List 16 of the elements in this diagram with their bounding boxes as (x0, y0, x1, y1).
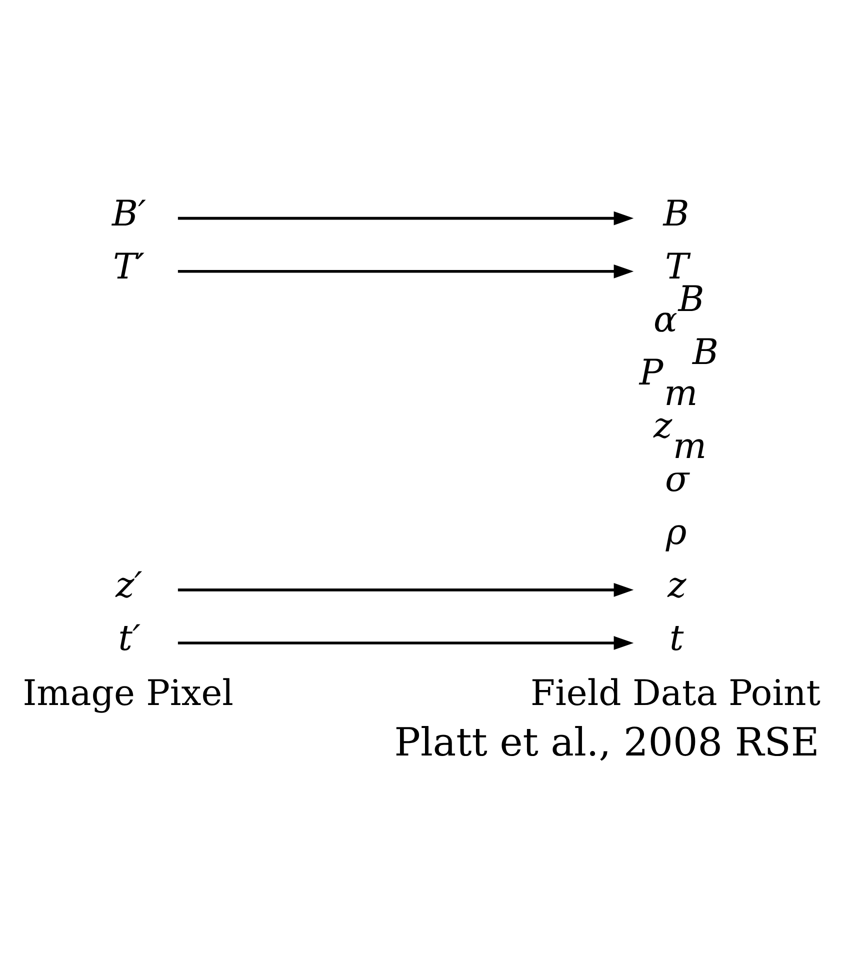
node-text: B′ (112, 193, 146, 234)
arrow (178, 582, 634, 597)
label: Image Pixel (22, 672, 234, 714)
arrow (178, 211, 634, 226)
node-text: t (669, 618, 684, 660)
node-text: z (668, 564, 686, 606)
label: Field Data Point (530, 672, 821, 714)
node-text: ρ (666, 512, 687, 553)
node-text: T′ (112, 246, 145, 288)
node-text: z′ (116, 564, 142, 606)
arrow (178, 636, 634, 650)
node-text: B (663, 193, 690, 234)
caption: Platt et al., 2008 RSE (394, 720, 820, 766)
node-text: t′ (118, 618, 141, 660)
arrow (178, 264, 634, 278)
node-text: σ (665, 458, 690, 500)
